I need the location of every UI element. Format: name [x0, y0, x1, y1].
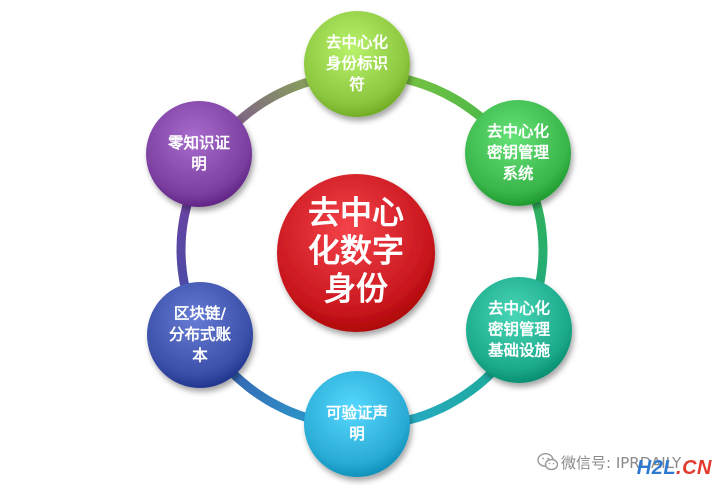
- watermark: 微信号: IPRDAILY H2L.CN: [533, 448, 718, 480]
- node-did-circle: [304, 11, 410, 117]
- node-did-label-line: 去中心化: [326, 33, 389, 52]
- node-dpki-label-line: 去中心化: [488, 299, 551, 318]
- node-blockchain-label-line: 区块链/: [174, 304, 227, 323]
- node-dkms-label-line: 去中心化: [487, 122, 550, 141]
- watermark-logo-h2l: H2L: [636, 457, 677, 479]
- node-dkms-label-line: 系统: [502, 164, 534, 183]
- node-blockchain-label-line: 分布式账: [169, 325, 232, 344]
- watermark-logo: H2L.CN: [637, 457, 712, 480]
- node-dpki-circle: [466, 277, 572, 383]
- node-zkp-label-line: 明: [191, 155, 207, 173]
- node-dkms-label-line: 密钥管理: [487, 143, 550, 162]
- center-label-line: 去中心: [308, 194, 404, 232]
- node-did-label-line: 身份标识: [326, 54, 388, 73]
- node-zkp-circle: [146, 101, 252, 207]
- watermark-label: 微信号: IPRDAILY: [561, 454, 682, 472]
- node-vc-label-line: 可验证声: [326, 403, 388, 422]
- node-dkms-circle: [465, 100, 571, 206]
- node-blockchain-label-line: 本: [192, 346, 208, 365]
- wechat-icon: [537, 452, 559, 471]
- center-circle: [277, 174, 435, 332]
- watermark-logo-cn: .CN: [676, 457, 712, 479]
- node-vc-circle: [304, 371, 410, 477]
- center-label-line: 身份: [324, 270, 388, 308]
- node-zkp-label-line: 零知识证: [167, 133, 231, 152]
- node-vc-label-line: 明: [349, 425, 365, 443]
- node-dpki-label-line: 基础设施: [487, 341, 551, 360]
- outer-nodes: 去中心化身份标识符去中心化密钥管理系统去中心化密钥管理基础设施可验证声明区块链/…: [146, 11, 572, 477]
- node-blockchain-circle: [147, 282, 253, 388]
- node-did-label-line: 符: [349, 75, 365, 94]
- node-dpki-label-line: 密钥管理: [488, 320, 551, 339]
- center-label-line: 化数字: [308, 232, 404, 270]
